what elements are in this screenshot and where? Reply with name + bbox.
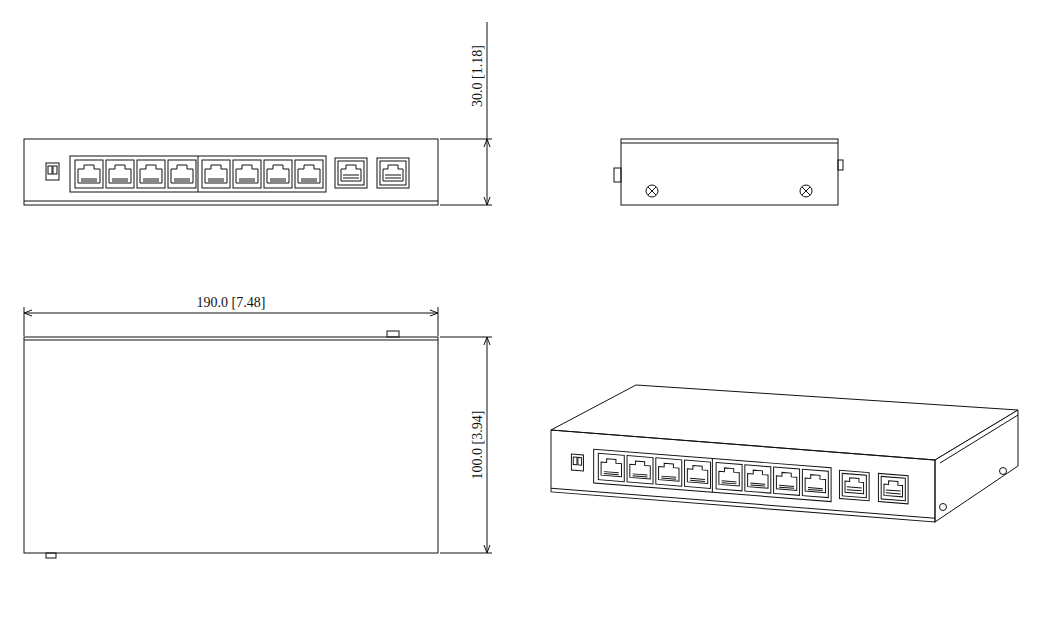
dimension-label: 30.0 [1.18] [471, 45, 485, 107]
dimension-label: 190.0 [7.48] [197, 296, 266, 310]
dimension-label: 100.0 [3.94] [471, 411, 485, 480]
